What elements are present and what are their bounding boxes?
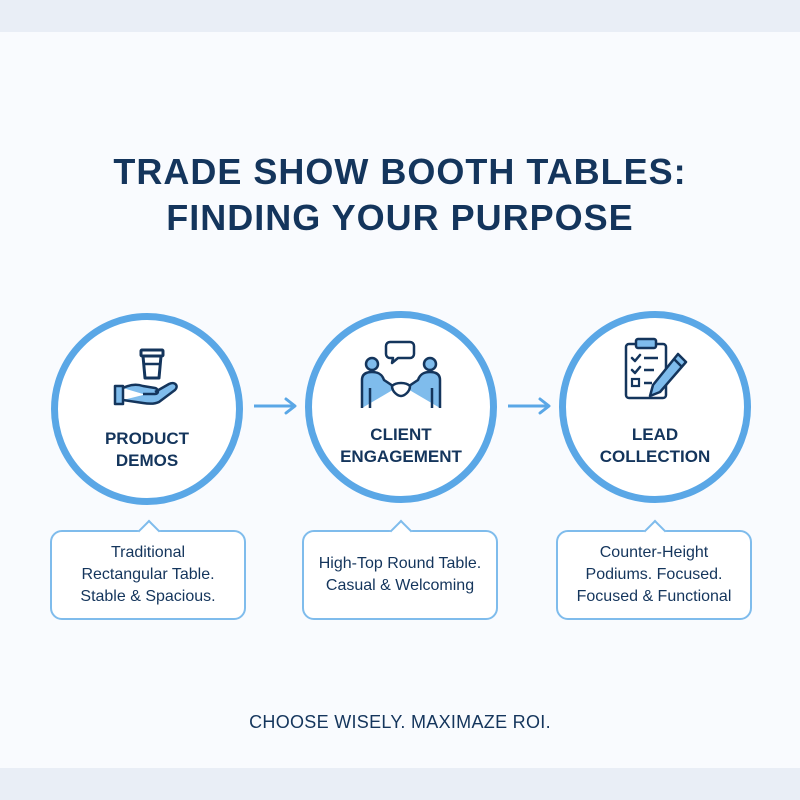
clipboard-checklist-pencil-icon bbox=[624, 337, 688, 400]
arrow-right-icon bbox=[508, 397, 551, 415]
stage-circle-client-engagement: CLIENT ENGAGEMENT bbox=[305, 311, 497, 503]
stage-circle-lead-collection: LEAD COLLECTION bbox=[559, 311, 751, 503]
stage-label-line: DEMOS bbox=[115, 451, 179, 470]
stage-label-line: LEAD bbox=[631, 425, 679, 444]
arrow-right-icon bbox=[254, 397, 297, 415]
description-line: Casual & Welcoming bbox=[325, 577, 475, 594]
footer-tagline: CHOOSE WISELY. MAXIMAZE ROI. bbox=[249, 712, 551, 732]
stage-label-line: ENGAGEMENT bbox=[340, 447, 462, 466]
stage-label-line: CLIENT bbox=[370, 425, 432, 444]
description-line: Podiums. Focused. bbox=[585, 566, 723, 583]
description-line: Counter-Height bbox=[599, 544, 709, 561]
title-line-2: FINDING YOUR PURPOSE bbox=[166, 197, 634, 238]
stage-label: CLIENT ENGAGEMENT bbox=[312, 424, 490, 468]
description-text: Traditional Rectangular Table. Stable & … bbox=[52, 542, 244, 608]
description-line: Rectangular Table. bbox=[81, 566, 215, 583]
stage-circle-product-demos: PRODUCT DEMOS bbox=[51, 313, 243, 505]
handshake-chat-icon bbox=[360, 340, 442, 408]
stage-label-line: COLLECTION bbox=[599, 447, 711, 466]
description-bubble-client-engagement: High-Top Round Table. Casual & Welcoming bbox=[302, 519, 498, 620]
description-line: Traditional bbox=[110, 544, 186, 561]
stage-label-line: PRODUCT bbox=[104, 429, 190, 448]
hand-holding-cup-icon bbox=[113, 348, 178, 406]
stage-label: LEAD COLLECTION bbox=[566, 424, 744, 468]
description-bubble-lead-collection: Counter-Height Podiums. Focused. Focused… bbox=[556, 519, 752, 620]
description-bubble-product-demos: Traditional Rectangular Table. Stable & … bbox=[50, 519, 246, 620]
description-line: High-Top Round Table. bbox=[318, 555, 482, 572]
description-line: Stable & Spacious. bbox=[80, 588, 216, 605]
stage-label: PRODUCT DEMOS bbox=[58, 428, 236, 472]
description-line: Focused & Functional bbox=[576, 588, 732, 605]
title-line-1: TRADE SHOW BOOTH TABLES: bbox=[113, 151, 687, 192]
description-text: Counter-Height Podiums. Focused. Focused… bbox=[558, 542, 750, 608]
description-text: High-Top Round Table. Casual & Welcoming bbox=[304, 553, 496, 597]
